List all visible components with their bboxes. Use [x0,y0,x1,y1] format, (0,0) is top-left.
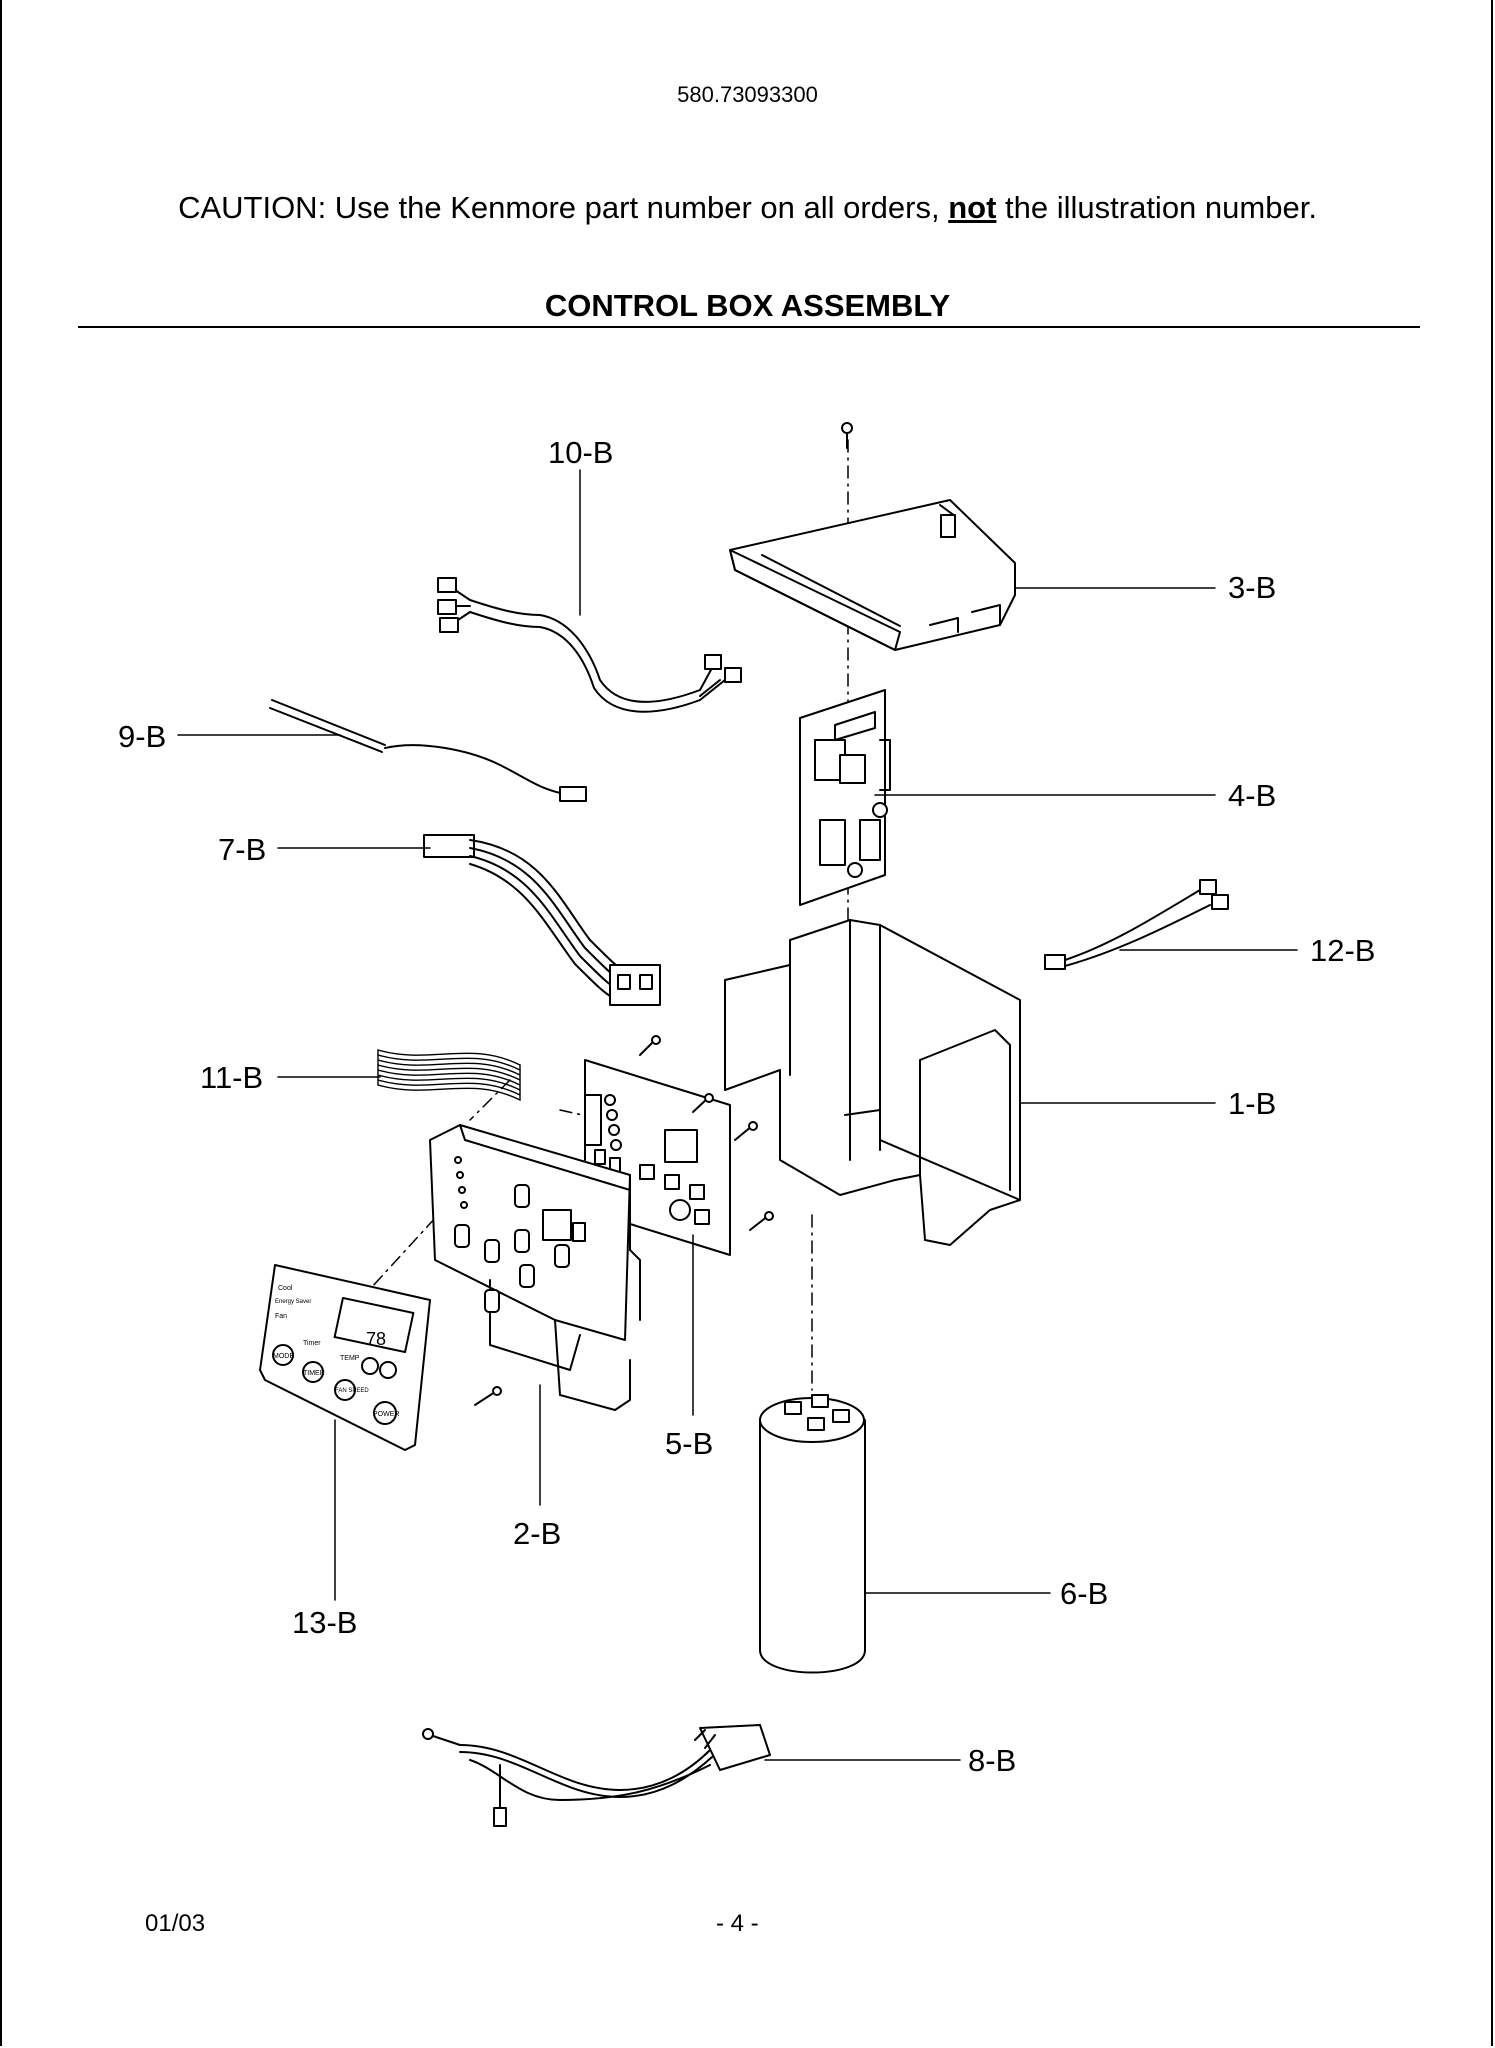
model-number: 580.73093300 [677,82,818,107]
decal-power: POWER [373,1411,399,1418]
footer-page-number: - 4 - [716,1910,759,1937]
callout-7b: 7-B [218,832,266,867]
callout-8b: 8-B [968,1743,1016,1778]
decal-energy-saver: Energy Saver [275,1299,311,1305]
screws-display-pcb [639,1035,774,1231]
callout-1b: 1-B [1228,1086,1276,1121]
power-cord-8b-part [422,1724,771,1827]
footer-date: 01/03 [145,1910,206,1937]
control-box-cover-part [729,499,1016,651]
callout-4b: 4-B [1228,778,1276,813]
sensor-wire-9b-part [269,699,587,802]
control-box-housing-part [724,919,1021,1246]
ribbon-cable-11b-part [377,1049,521,1101]
callout-9b: 9-B [118,719,166,754]
callout-12b: 12-B [1310,933,1375,968]
main-pcb-part [799,689,891,906]
wire-harness-10b-part [437,577,742,713]
title-rule [78,326,1420,328]
callout-2b: 2-B [513,1516,561,1551]
decal-cool: Cool [278,1285,293,1292]
decal-fan: Fan [275,1313,287,1320]
callout-5b: 5-B [665,1426,713,1461]
callout-10b: 10-B [548,435,613,470]
control-decal-part [259,1264,431,1451]
caution-note: CAUTION: Use the Kenmore part number on … [0,190,1495,226]
callout-6b: 6-B [1060,1576,1108,1611]
wire-12b-part [1044,879,1229,970]
decal-display: 78 [366,1329,386,1349]
decal-timer: Timer [303,1340,321,1347]
decal-timer-button: TIMER [303,1370,325,1377]
decal-fan-speed: FAN SPEED [335,1388,369,1394]
decal-mode: MODE [273,1353,294,1360]
caution-prefix: CAUTION: Use the Kenmore part number on … [178,190,949,225]
capacitor-part [759,1394,866,1674]
callout-11b: 11-B [200,1060,263,1095]
control-panel-bracket-part [429,1124,641,1411]
caution-emphasis: not [948,190,997,225]
callout-labels: 10-B 3-B 9-B 4-B 7-B 12-B 11-B 1-B 5-B 2… [118,435,1375,1778]
leader-lines [177,469,1298,1761]
section-title: CONTROL BOX ASSEMBLY [544,288,951,323]
screw-top-cover [841,422,853,449]
decal-text: Cool Energy Saver Fan Timer TEMP 78 MODE… [273,1285,399,1418]
callout-3b: 3-B [1228,570,1276,605]
wire-bundle-7b-part [423,834,661,1006]
callout-13b: 13-B [292,1605,357,1640]
decal-temp: TEMP [340,1355,360,1362]
caution-suffix: the illustration number. [996,190,1317,225]
